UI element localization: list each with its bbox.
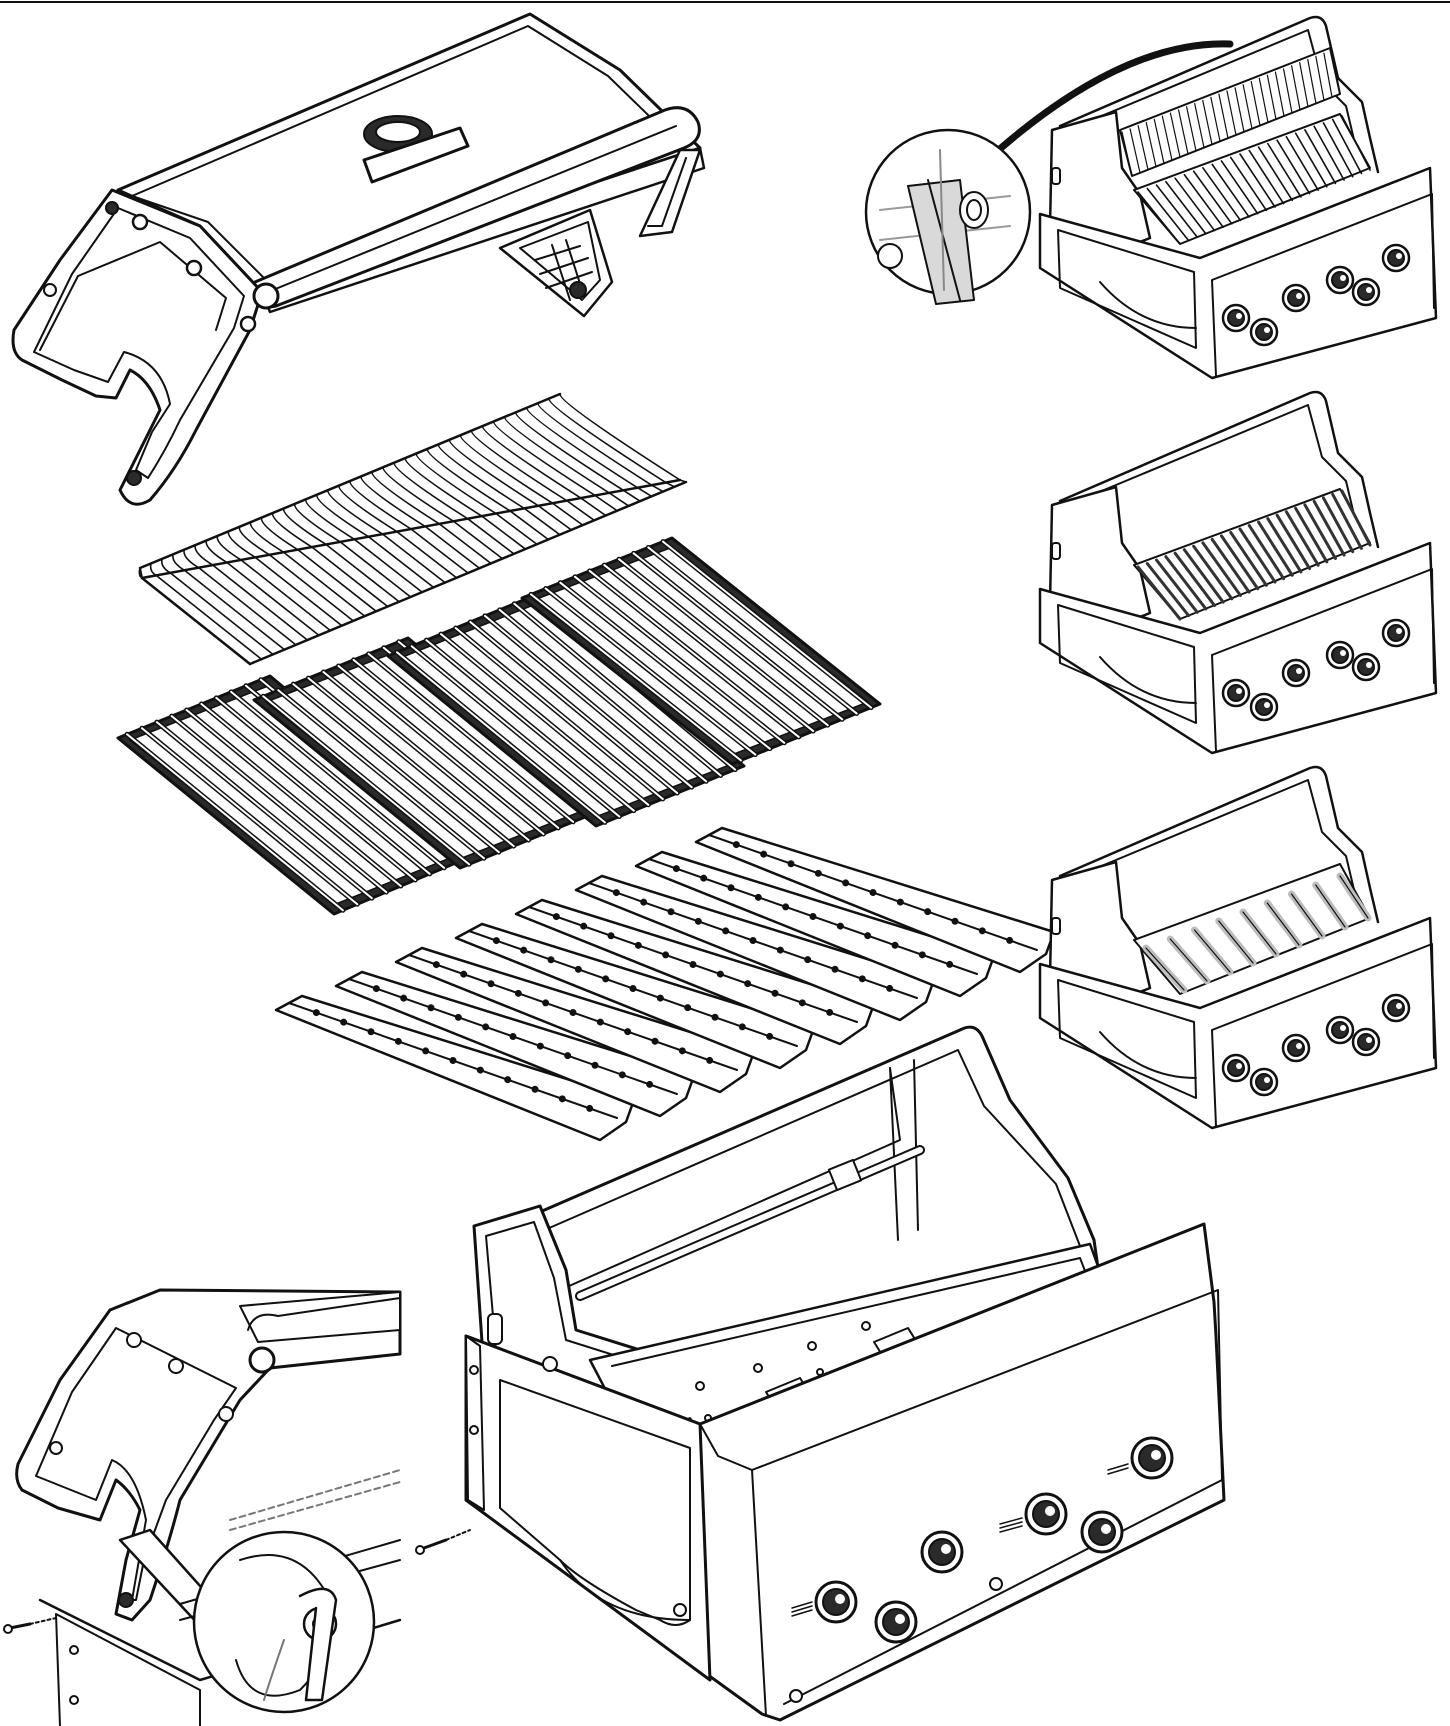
warming-rack-icon: [139, 394, 686, 664]
grill-step-icon: [1040, 17, 1436, 378]
flame-tamer-icon: [276, 828, 1054, 1140]
grill-step-icon: [1040, 392, 1436, 753]
cooking-grate-icon: [118, 538, 880, 914]
grill-body-icon: [416, 1027, 1224, 1720]
grill-hood-icon: [13, 14, 704, 504]
grill-step-icon: [1040, 767, 1436, 1128]
hinge-detail: [4, 1290, 400, 1726]
hinge-pin-icon: [866, 44, 1230, 304]
